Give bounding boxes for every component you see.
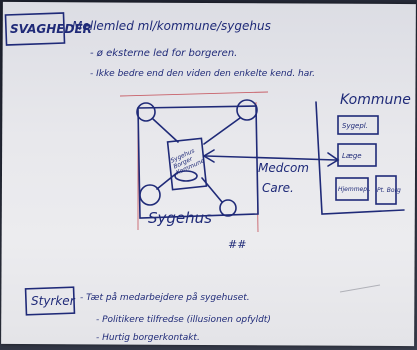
corner-circle-top-left — [136, 102, 156, 122]
center-oval — [174, 170, 198, 182]
faint-red-line-top — [119, 91, 269, 97]
sygehus-label: Sygehus — [148, 209, 212, 227]
faint-gray-line — [339, 284, 381, 293]
kommune-box-4-label: Pt. Borg — [377, 187, 401, 194]
strength-line-3: - Hurtig borgerkontakt. — [96, 333, 200, 343]
medcom-arrow-line — [205, 155, 337, 161]
kommune-outline — [315, 101, 405, 215]
corner-circle-bottom-right — [219, 199, 237, 217]
strength-line-2: - Politikere tilfredse (illusionen opfyl… — [96, 315, 271, 325]
hash-mark: ## — [228, 238, 246, 251]
strength-label: Styrker — [31, 294, 76, 308]
strength-line-1: - Tæt på medarbejdere på sygehuset. — [80, 292, 250, 303]
center-box — [166, 137, 208, 191]
weakness-label: SVAGHEDER — [10, 22, 92, 36]
kommune-box-1-label: Sygepl. — [342, 122, 368, 130]
sygehus-square — [137, 105, 259, 219]
corner-circle-bottom-left — [139, 184, 161, 206]
weakness-line-1: Mellemled ml/kommune/sygehus — [72, 19, 271, 33]
arrow-head-left — [202, 149, 215, 163]
corner-circle-top-right — [236, 99, 258, 121]
strength-label-box — [24, 286, 76, 316]
kommune-box-4 — [375, 175, 397, 205]
connector-lines — [152, 117, 241, 203]
kommune-box-1 — [337, 115, 379, 135]
weakness-label-box — [4, 12, 66, 46]
weakness-line-2: - ø eksterne led for borgeren. — [90, 48, 237, 59]
kommune-box-2 — [337, 143, 377, 167]
kommune-box-3 — [335, 177, 369, 201]
care-label: Care. — [262, 181, 294, 195]
kommune-label: Kommune — [340, 92, 411, 108]
kommune-box-3-label: Hjemmepl. — [338, 186, 371, 193]
kommune-box-2-label: Læge — [342, 152, 362, 160]
medcom-label: Medcom — [258, 161, 309, 175]
weakness-line-3: - Ikke bedre end den viden den enkelte k… — [90, 69, 315, 79]
